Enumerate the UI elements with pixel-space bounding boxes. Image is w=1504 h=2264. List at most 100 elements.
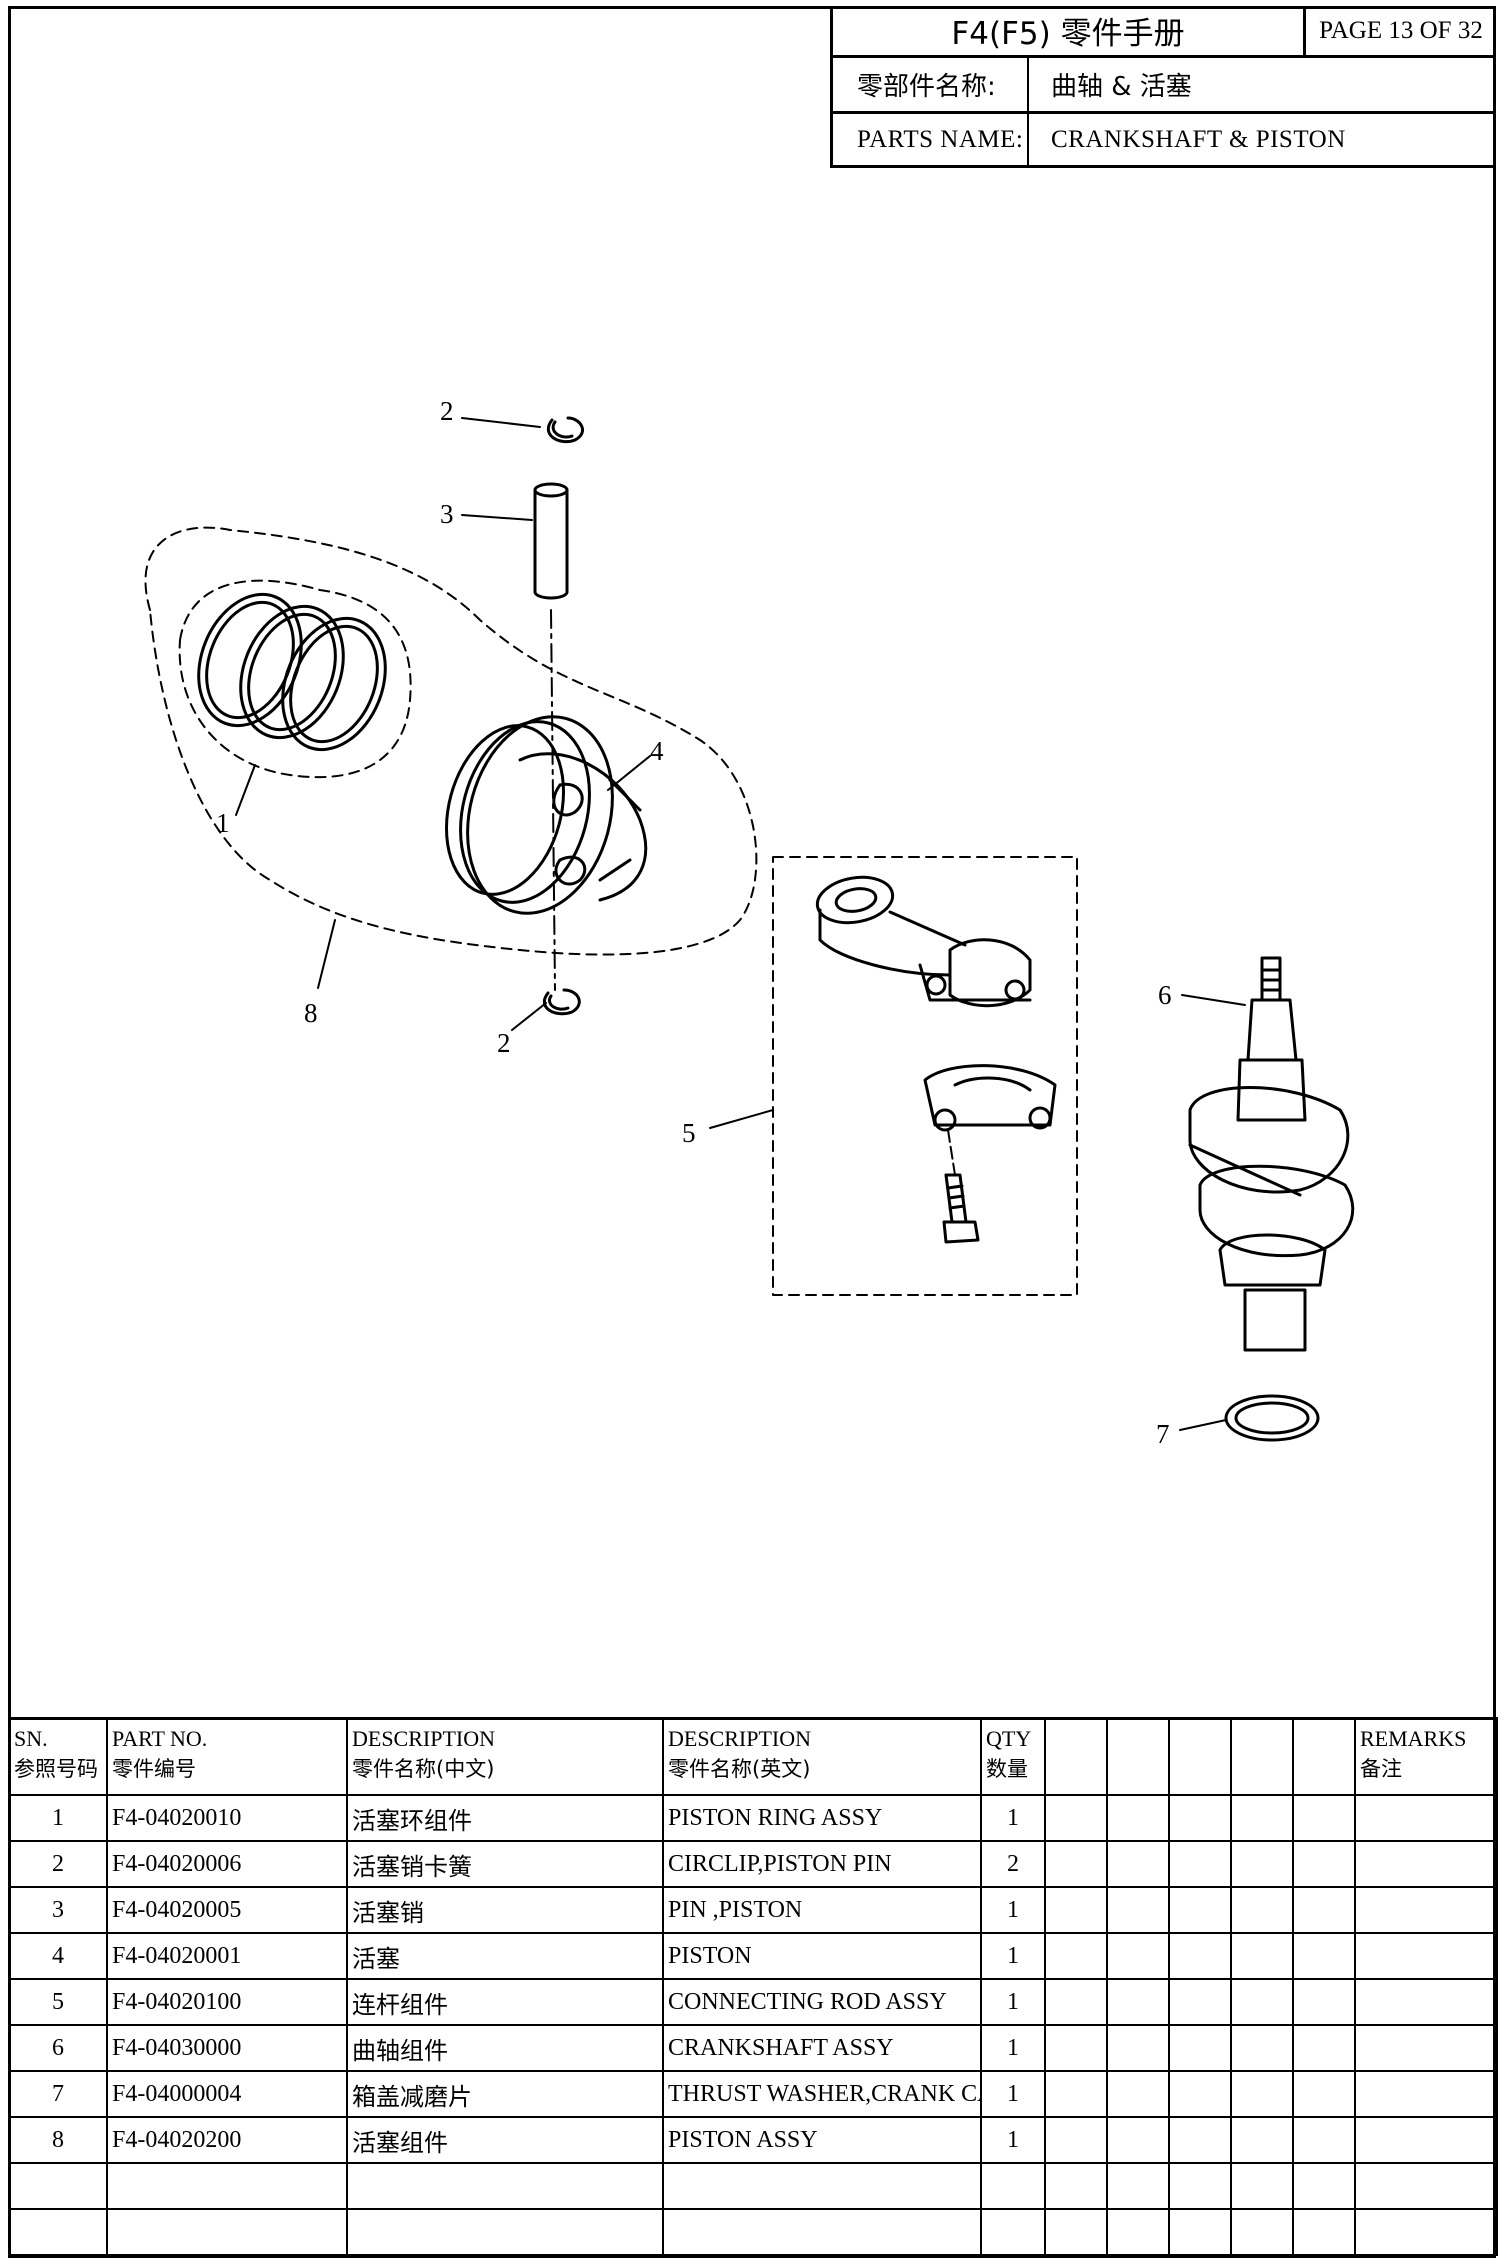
row-qty: 1 bbox=[980, 2116, 1046, 2164]
row-blank bbox=[1354, 2162, 1498, 2210]
row-blank bbox=[1106, 1886, 1170, 1934]
row-blank bbox=[1168, 1978, 1232, 2026]
callout-8: 8 bbox=[304, 998, 318, 1028]
row-sn: 8 bbox=[8, 2116, 108, 2164]
parts-name-en-label: PARTS NAME: bbox=[833, 114, 1029, 165]
row-desc-cn: 活塞环组件 bbox=[346, 1794, 664, 1842]
row-blank bbox=[8, 2162, 108, 2210]
row-blank bbox=[1044, 1978, 1108, 2026]
piston-rings-icon bbox=[197, 592, 387, 752]
row-part-no: F4-04020005 bbox=[106, 1886, 348, 1934]
table-row-empty bbox=[8, 2162, 1498, 2210]
row-blank bbox=[1106, 2208, 1170, 2256]
row-blank bbox=[1292, 1932, 1356, 1980]
row-remarks bbox=[1354, 1886, 1498, 1934]
row-blank bbox=[1044, 2070, 1108, 2118]
header-blank-2 bbox=[1106, 1717, 1170, 1796]
row-qty: 1 bbox=[980, 2024, 1046, 2072]
row-blank bbox=[1354, 2208, 1498, 2256]
callout-7: 7 bbox=[1156, 1419, 1170, 1449]
row-desc-en: PISTON bbox=[662, 1932, 982, 1980]
row-sn: 5 bbox=[8, 1978, 108, 2026]
row-desc-en: CRANKSHAFT ASSY bbox=[662, 2024, 982, 2072]
leader-lines bbox=[235, 417, 1246, 1431]
row-blank bbox=[1168, 2162, 1232, 2210]
row-remarks bbox=[1354, 1840, 1498, 1888]
row-part-no: F4-04020200 bbox=[106, 2116, 348, 2164]
row-blank bbox=[1292, 2162, 1356, 2210]
row-remarks bbox=[1354, 1978, 1498, 2026]
circlip-bottom-icon bbox=[542, 988, 581, 1016]
parts-name-cn-value: 曲轴 & 活塞 bbox=[1051, 72, 1192, 102]
row-qty: 1 bbox=[980, 1978, 1046, 2026]
row-desc-cn: 活塞 bbox=[346, 1932, 664, 1980]
table-row: 4 F4-04020001 活塞 PISTON 1 bbox=[8, 1932, 1498, 1980]
row-desc-en: PISTON RING ASSY bbox=[662, 1794, 982, 1842]
table-row: 5 F4-04020100 连杆组件 CONNECTING ROD ASSY 1 bbox=[8, 1978, 1498, 2026]
row-blank bbox=[1106, 2070, 1170, 2118]
row-blank bbox=[1230, 1978, 1294, 2026]
row-qty: 1 bbox=[980, 1932, 1046, 1980]
row-blank bbox=[1230, 2070, 1294, 2118]
row-desc-en: PISTON ASSY bbox=[662, 2116, 982, 2164]
row-blank bbox=[1044, 2024, 1108, 2072]
row-blank bbox=[1292, 1840, 1356, 1888]
row-sn: 3 bbox=[8, 1886, 108, 1934]
row-blank bbox=[1230, 2116, 1294, 2164]
rod-bolt-icon bbox=[942, 1173, 980, 1244]
header-blank-1 bbox=[1044, 1717, 1108, 1796]
row-blank bbox=[1044, 1932, 1108, 1980]
row-blank bbox=[1292, 1978, 1356, 2026]
header-blank-3 bbox=[1168, 1717, 1232, 1796]
row-blank bbox=[1044, 1840, 1108, 1888]
header-part-no: PART NO.零件编号 bbox=[106, 1717, 348, 1796]
row-blank bbox=[8, 2208, 108, 2256]
row-desc-cn: 活塞销 bbox=[346, 1886, 664, 1934]
row-blank bbox=[1230, 1840, 1294, 1888]
thrust-washer-icon bbox=[1224, 1394, 1320, 1442]
row-remarks bbox=[1354, 2070, 1498, 2118]
row-blank bbox=[106, 2208, 348, 2256]
callout-1: 1 bbox=[216, 808, 230, 838]
row-blank bbox=[1230, 1932, 1294, 1980]
row-desc-en: THRUST WASHER,CRANK CASE bbox=[662, 2070, 982, 2118]
row-part-no: F4-04020100 bbox=[106, 1978, 348, 2026]
pin-axis-line bbox=[550, 609, 556, 991]
callout-6: 6 bbox=[1158, 980, 1172, 1010]
table-row: 7 F4-04000004 箱盖减磨片 THRUST WASHER,CRANK … bbox=[8, 2070, 1498, 2118]
callout-2-bottom: 2 bbox=[497, 1028, 511, 1058]
parts-name-en-value: CRANKSHAFT & PISTON bbox=[1051, 125, 1346, 153]
row-blank bbox=[1106, 2162, 1170, 2210]
row-desc-cn: 连杆组件 bbox=[346, 1978, 664, 2026]
row-blank bbox=[346, 2208, 664, 2256]
row-blank bbox=[1168, 1840, 1232, 1888]
table-row: 2 F4-04020006 活塞销卡簧 CIRCLIP,PISTON PIN 2 bbox=[8, 1840, 1498, 1888]
row-blank bbox=[1044, 1886, 1108, 1934]
callout-3: 3 bbox=[440, 499, 454, 529]
row-blank bbox=[1168, 2116, 1232, 2164]
row-remarks bbox=[1354, 1794, 1498, 1842]
row-part-no: F4-04020006 bbox=[106, 1840, 348, 1888]
row-sn: 4 bbox=[8, 1932, 108, 1980]
parts-name-cn-row: 零部件名称: 曲轴 & 活塞 bbox=[833, 58, 1496, 114]
row-blank bbox=[1106, 2024, 1170, 2072]
callout-5: 5 bbox=[682, 1118, 696, 1148]
page-number: PAGE 13 OF 32 bbox=[1303, 6, 1496, 55]
row-blank bbox=[1292, 2024, 1356, 2072]
row-blank bbox=[1168, 1886, 1232, 1934]
row-blank bbox=[1168, 1794, 1232, 1842]
title-row: F4(F5) 零件手册 PAGE 13 OF 32 bbox=[833, 6, 1496, 58]
row-blank bbox=[1106, 1840, 1170, 1888]
row-blank bbox=[1106, 1978, 1170, 2026]
table-row-empty bbox=[8, 2208, 1498, 2256]
header-sn: SN.参照号码 bbox=[8, 1717, 108, 1796]
circlip-top-icon bbox=[546, 416, 585, 444]
row-blank bbox=[1292, 1794, 1356, 1842]
manual-title: F4(F5) 零件手册 bbox=[951, 16, 1185, 52]
row-part-no: F4-04000004 bbox=[106, 2070, 348, 2118]
